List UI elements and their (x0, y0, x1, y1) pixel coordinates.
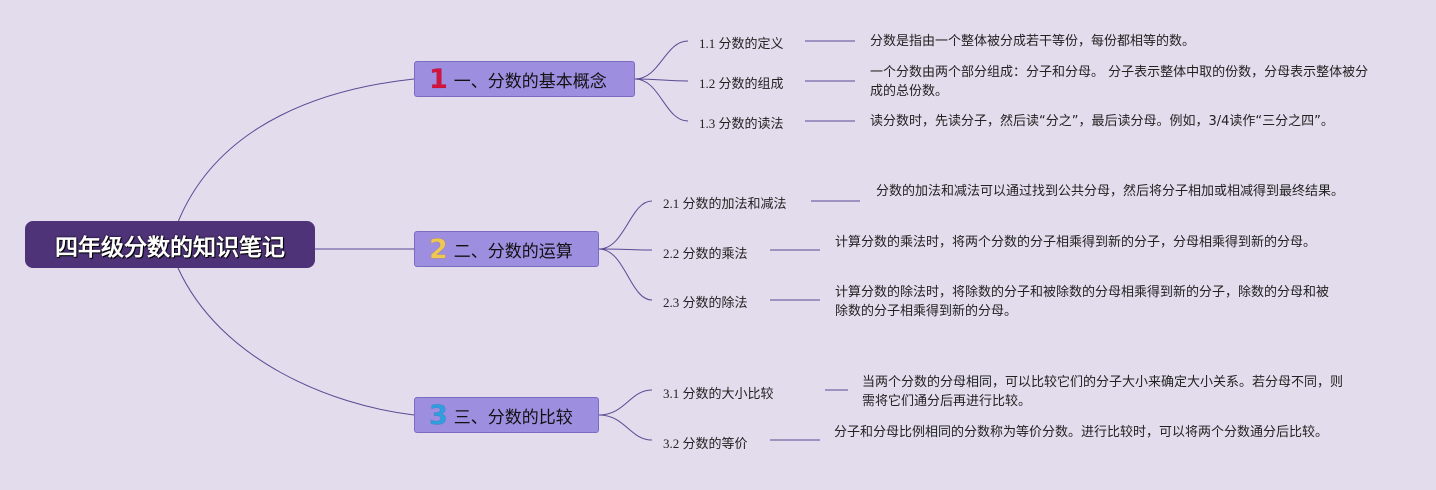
branch-topic-label: 一、分数的基本概念 (453, 71, 607, 92)
link-branch-3-sub-2 (598, 414, 653, 441)
branch-topic-label: 二、分数的运算 (453, 241, 573, 262)
subtopic-1-2[interactable]: 1.2 分数的组成 (699, 76, 784, 91)
subtopic-2-2[interactable]: 2.2 分数的乘法 (663, 246, 748, 261)
description-1-1[interactable]: 分数是指由一个整体被分成若干等份，每份都相等的数。 (870, 34, 1196, 49)
description-2-3[interactable]: 计算分数的除法时，将除数的分子和被除数的分母相乘得到新的分子，除数的分母和被除数… (835, 285, 1330, 319)
number-1-icon: 1 (429, 63, 448, 95)
link-branch-1-sub-2 (634, 78, 689, 82)
root-topic[interactable]: 四年级分数的知识笔记 (25, 221, 315, 268)
branch-topic-label: 三、分数的比较 (453, 407, 573, 428)
branch-topic-1[interactable]: 1 一、分数的基本概念 (414, 61, 635, 97)
link-root-branch-1 (177, 78, 415, 223)
link-branch-2-sub-3 (598, 248, 653, 301)
description-1-3[interactable]: 读分数时，先读分子，然后读“分之”，最后读分母。例如，3/4读作“三分之四”。 (870, 114, 1334, 129)
link-branch-2-sub-2 (598, 248, 653, 251)
link-branch-2-sub-1 (598, 200, 653, 250)
subtopic-3-1[interactable]: 3.1 分数的大小比较 (663, 386, 774, 401)
description-2-2[interactable]: 计算分数的乘法时，将两个分数的分子相乘得到新的分子，分母相乘得到新的分母。 (835, 235, 1317, 250)
description-2-1[interactable]: 分数的加法和减法可以通过找到公共分母，然后将分子相加或相减得到最终结果。 (876, 184, 1345, 199)
subtopic-3-2[interactable]: 3.2 分数的等价 (663, 436, 748, 451)
number-3-icon: 3 (429, 399, 448, 431)
branch-topic-2[interactable]: 2 二、分数的运算 (414, 231, 599, 267)
subtopic-1-1[interactable]: 1.1 分数的定义 (699, 36, 784, 51)
branch-topic-3[interactable]: 3 三、分数的比较 (414, 397, 599, 433)
description-3-2[interactable]: 分子和分母比例相同的分数称为等价分数。进行比较时，可以将两个分数通分后比较。 (834, 425, 1329, 440)
subtopic-2-3[interactable]: 2.3 分数的除法 (663, 295, 748, 310)
link-root-branch-3 (177, 267, 415, 416)
subtopic-2-1[interactable]: 2.1 分数的加法和减法 (663, 196, 787, 211)
description-1-2[interactable]: 一个分数由两个部分组成：分子和分母。 分子表示整体中取的份数，分母表示整体被分成… (870, 65, 1369, 99)
number-2-icon: 2 (429, 233, 448, 265)
subtopic-1-3[interactable]: 1.3 分数的读法 (699, 116, 784, 131)
link-branch-1-sub-3 (634, 78, 689, 122)
link-branch-3-sub-1 (598, 389, 653, 416)
description-3-1[interactable]: 当两个分数的分母相同，可以比较它们的分子大小来确定大小关系。若分母不同，则需将它… (862, 375, 1344, 409)
link-branch-1-sub-1 (634, 40, 689, 80)
root-topic-label: 四年级分数的知识笔记 (55, 234, 285, 261)
